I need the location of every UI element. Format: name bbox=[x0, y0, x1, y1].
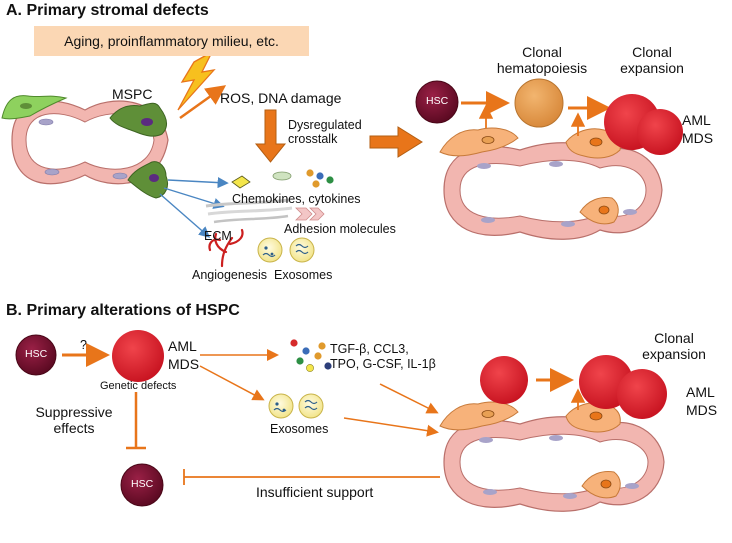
insufficient-support-label: Insufficient support bbox=[256, 484, 374, 500]
stromal-cells-orange-a bbox=[439, 127, 621, 225]
inhibit-line bbox=[126, 392, 146, 450]
arrow-exosomes-to-stroma bbox=[343, 417, 439, 437]
crosstalk-label: Dysregulated crosstalk bbox=[288, 118, 362, 147]
aml-label-b-right: AML bbox=[686, 384, 715, 400]
adhesion-label: Adhesion molecules bbox=[284, 222, 396, 236]
chemokine-icons bbox=[231, 169, 334, 189]
panel-a-heading: A. Primary stromal defects bbox=[6, 2, 209, 19]
ecm-label: ECM bbox=[204, 229, 232, 243]
adhesion-molecule-icon bbox=[295, 207, 325, 221]
arrow-to-clonal-scenario bbox=[369, 126, 423, 158]
arrow-to-exosomes-b bbox=[199, 365, 265, 401]
clonal-expansion-label-a: Clonal expansion bbox=[620, 44, 684, 77]
angiogenesis-label: Angiogenesis bbox=[192, 268, 268, 282]
question-label: ? bbox=[80, 338, 87, 352]
exosomes-label-b: Exosomes bbox=[270, 422, 329, 436]
hsc-cell-a bbox=[415, 80, 459, 124]
blood-vessel-a-right bbox=[443, 142, 663, 240]
clonal-hematopoiesis-label: Clonal hematopoiesis bbox=[496, 44, 588, 77]
factors-label-line1: TGF-β, CCL3, bbox=[330, 342, 409, 356]
hsc-label-b: HSC bbox=[25, 348, 48, 360]
arrow-ros-down bbox=[254, 109, 287, 163]
clonal-hematopoiesis-cell bbox=[514, 78, 564, 128]
arrow-to-angiogenesis bbox=[159, 193, 211, 238]
exosomes-label-a: Exosomes bbox=[274, 268, 333, 282]
aml-label-a: AML bbox=[682, 112, 711, 128]
arrow-mspc-to-ros bbox=[179, 85, 227, 120]
suppressive-effects-label: Suppressive effects bbox=[35, 404, 113, 437]
blood-vessel-b-right bbox=[443, 416, 665, 512]
chemokines-label: Chemokines, cytokines bbox=[232, 192, 361, 206]
factors-label-line2: TPO, G-CSF, IL-1β bbox=[330, 357, 436, 371]
mds-label-b-right: MDS bbox=[686, 402, 718, 418]
exosome-icons-b bbox=[268, 393, 324, 419]
mds-label-a: MDS bbox=[682, 130, 714, 146]
arrow-to-chemokines bbox=[167, 176, 229, 189]
ros-label: ROS, DNA damage bbox=[220, 90, 342, 106]
stromal-cell-green-light bbox=[1, 95, 68, 120]
leukemic-cell-b bbox=[112, 330, 164, 382]
genetic-defects-label: Genetic defects bbox=[100, 380, 177, 392]
lightning-icon bbox=[177, 50, 216, 111]
hsc-cell-bottom bbox=[120, 463, 164, 507]
leukemic-cell-b-right bbox=[480, 356, 528, 404]
exosome-icons-a bbox=[257, 237, 315, 263]
leukemic-cells-a bbox=[604, 94, 683, 155]
clonal-expansion-label-b: Clonal expansion bbox=[642, 330, 706, 363]
arrow-to-ecm bbox=[163, 187, 225, 209]
mspc-label: MSPC bbox=[112, 86, 153, 102]
mspc-cells bbox=[109, 102, 169, 199]
panel-b-heading: B. Primary alterations of HSPC bbox=[6, 302, 240, 319]
aml-label-b: AML bbox=[168, 338, 197, 354]
leukemic-cells-b bbox=[579, 355, 667, 419]
hsc-cell-b bbox=[15, 334, 57, 376]
hsc-label-bottom: HSC bbox=[131, 478, 154, 490]
stromal-cells-orange-b bbox=[439, 401, 621, 499]
ecm-fibers-icon bbox=[205, 198, 293, 224]
arrow-factors-to-stroma bbox=[379, 383, 439, 414]
factor-icons bbox=[290, 339, 332, 372]
aging-banner: Aging, proinflammatory milieu, etc. bbox=[34, 26, 309, 56]
angiogenesis-icon bbox=[208, 228, 244, 268]
hsc-label-a: HSC bbox=[426, 95, 449, 107]
mds-label-b: MDS bbox=[168, 356, 200, 372]
